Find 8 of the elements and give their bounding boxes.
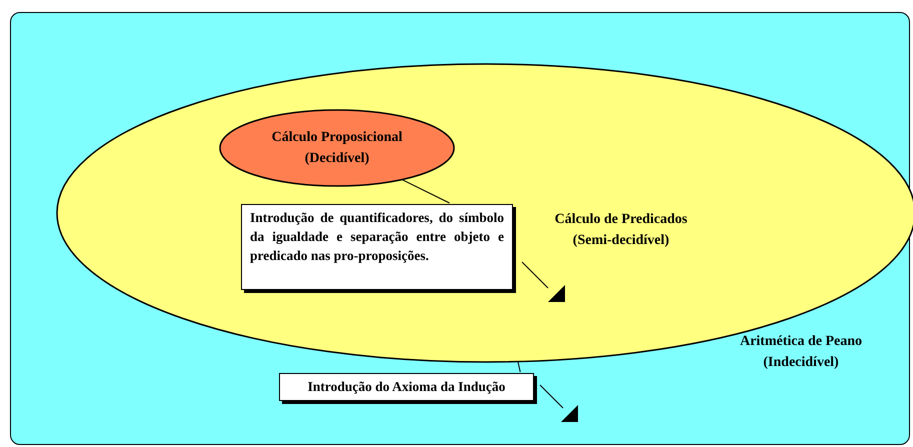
- region-label: Cálculo Proposicional (Decidível): [270, 129, 404, 168]
- leader-line: [401, 178, 450, 204]
- leader-line: [517, 361, 521, 372]
- region-label: Cálculo de Predicados (Semi-decidível): [554, 211, 688, 250]
- region-background: [10, 12, 910, 445]
- note-text: Introdução de quantificadores, do símbolo da igualdade e separação entre objeto e predicado nas pro-proposições.: [241, 204, 513, 290]
- region-label: Aritmética de Peano (Indecidível): [738, 333, 864, 372]
- note-text: Introdução do Axioma da Indução: [279, 373, 534, 401]
